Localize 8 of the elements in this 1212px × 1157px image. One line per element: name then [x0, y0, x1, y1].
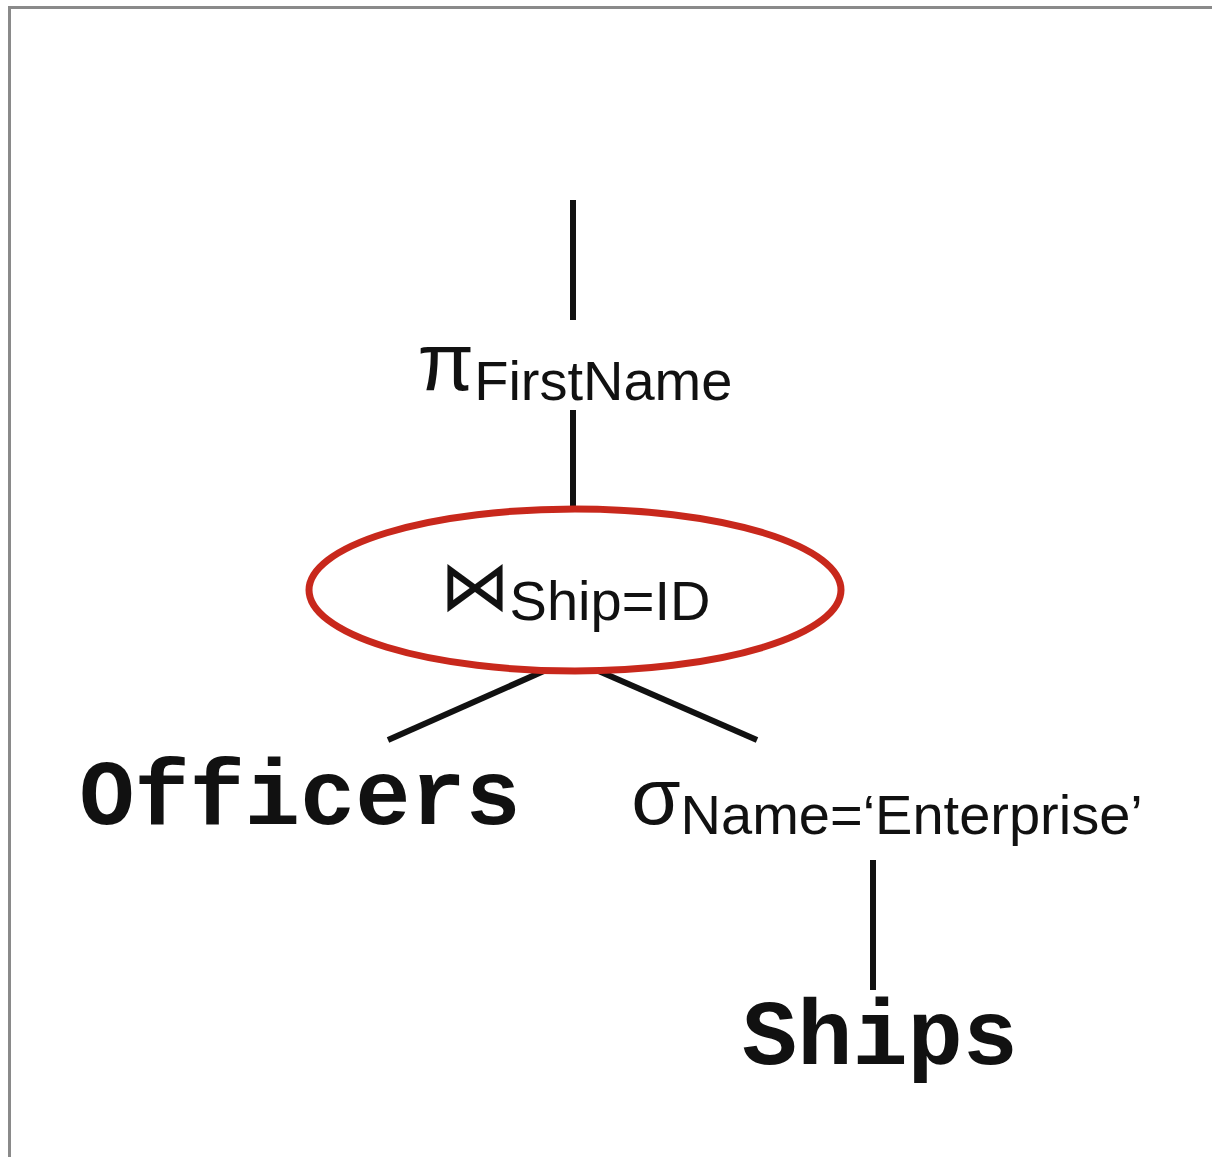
relation-name: Ships [741, 994, 1018, 1086]
operator-label: σ$_{Name=‘Enterprise’}$ [631, 756, 1143, 844]
tree-edge [570, 410, 576, 509]
tree-edge [870, 860, 876, 990]
operator-label: ⋈$_{Ship=ID}$ [439, 550, 711, 630]
operator-label: π$_{FirstName}$ [417, 320, 733, 410]
relation-name: Officers [79, 754, 521, 846]
tree-edge [570, 200, 576, 320]
